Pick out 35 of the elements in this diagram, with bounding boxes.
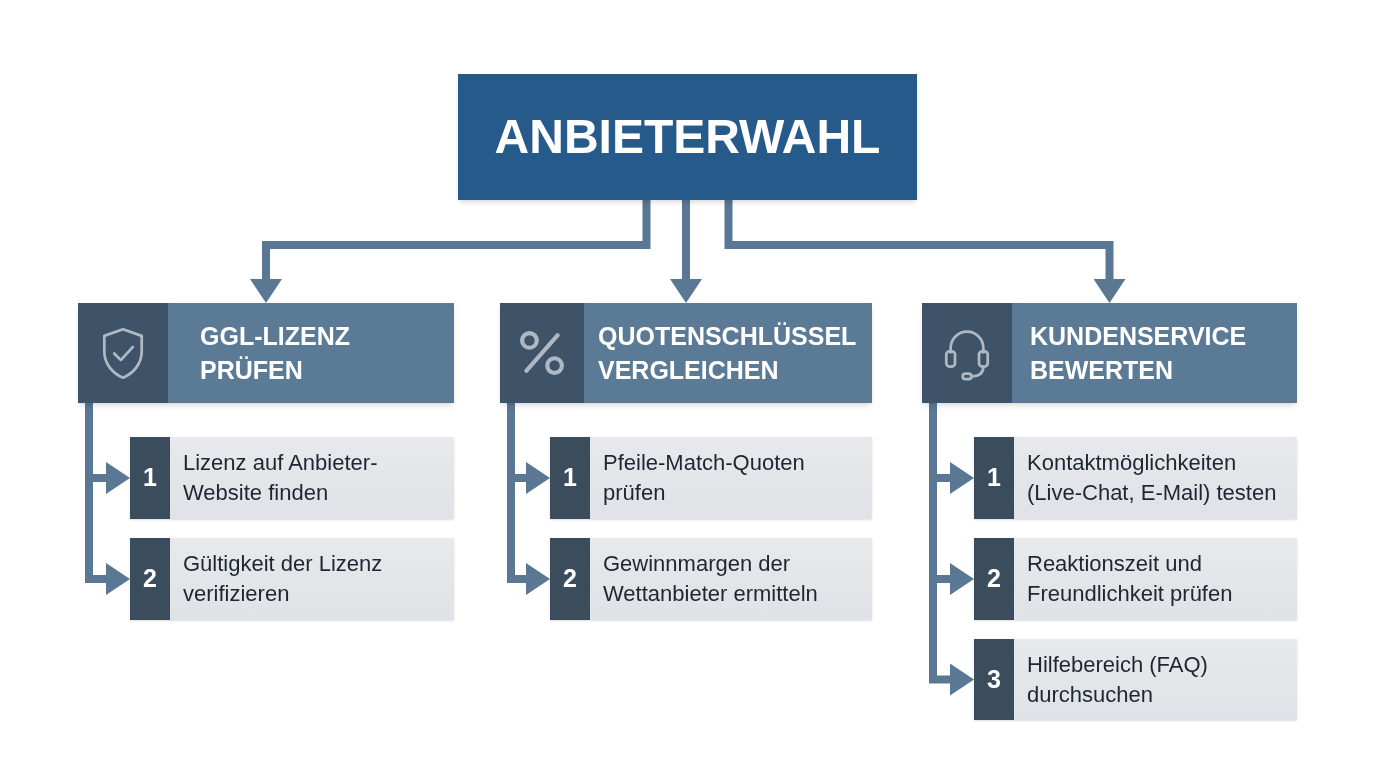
step-text: Kontaktmöglichkeiten (Live-Chat, E-Mail) testen <box>1027 449 1278 507</box>
step-text: Pfeile-Match-Quoten prüfen <box>603 449 806 507</box>
connector-arrow <box>507 403 550 595</box>
step-number: 3 <box>974 639 1014 720</box>
connector-arrow <box>85 403 130 595</box>
connector-arrow <box>724 200 1126 303</box>
step-text: Lizenz auf Anbieter-Website finden <box>183 449 379 507</box>
step-box <box>130 437 454 519</box>
step-number: 2 <box>550 538 590 620</box>
category-header <box>78 303 454 403</box>
step-box <box>550 538 872 620</box>
main-topic-box <box>458 74 917 200</box>
step-number: 1 <box>130 437 170 519</box>
step-number: 1 <box>974 437 1014 519</box>
step-box <box>974 437 1297 519</box>
connector-arrow <box>929 403 974 696</box>
step-text: Gewinnmargen der Wettanbieter ermitteln <box>603 550 819 608</box>
step-number: 2 <box>974 538 1014 620</box>
main-topic-label: ANBIETERWAHL <box>494 113 881 161</box>
category-title: KUNDENSERVICE BEWERTEN <box>1030 321 1248 386</box>
step-text: Gültigkeit der Lizenz verifizieren <box>183 550 384 608</box>
step-box <box>974 639 1297 720</box>
step-box <box>550 437 872 519</box>
step-text: Hilfebereich (FAQ) durchsuchen <box>1027 650 1209 709</box>
step-box <box>130 538 454 620</box>
category-header <box>500 303 872 403</box>
category-header <box>922 303 1297 403</box>
connector-arrow <box>250 200 651 303</box>
step-number: 2 <box>130 538 170 620</box>
step-box <box>974 538 1297 620</box>
step-number: 1 <box>550 437 590 519</box>
step-text: Reaktionszeit und Freundlichkeit prüfen <box>1027 550 1234 608</box>
connector-arrow <box>670 200 702 303</box>
category-title: QUOTENSCHLÜSSEL VERGLEICHEN <box>598 321 857 386</box>
category-title: GGL-LIZENZ PRÜFEN <box>200 321 351 386</box>
